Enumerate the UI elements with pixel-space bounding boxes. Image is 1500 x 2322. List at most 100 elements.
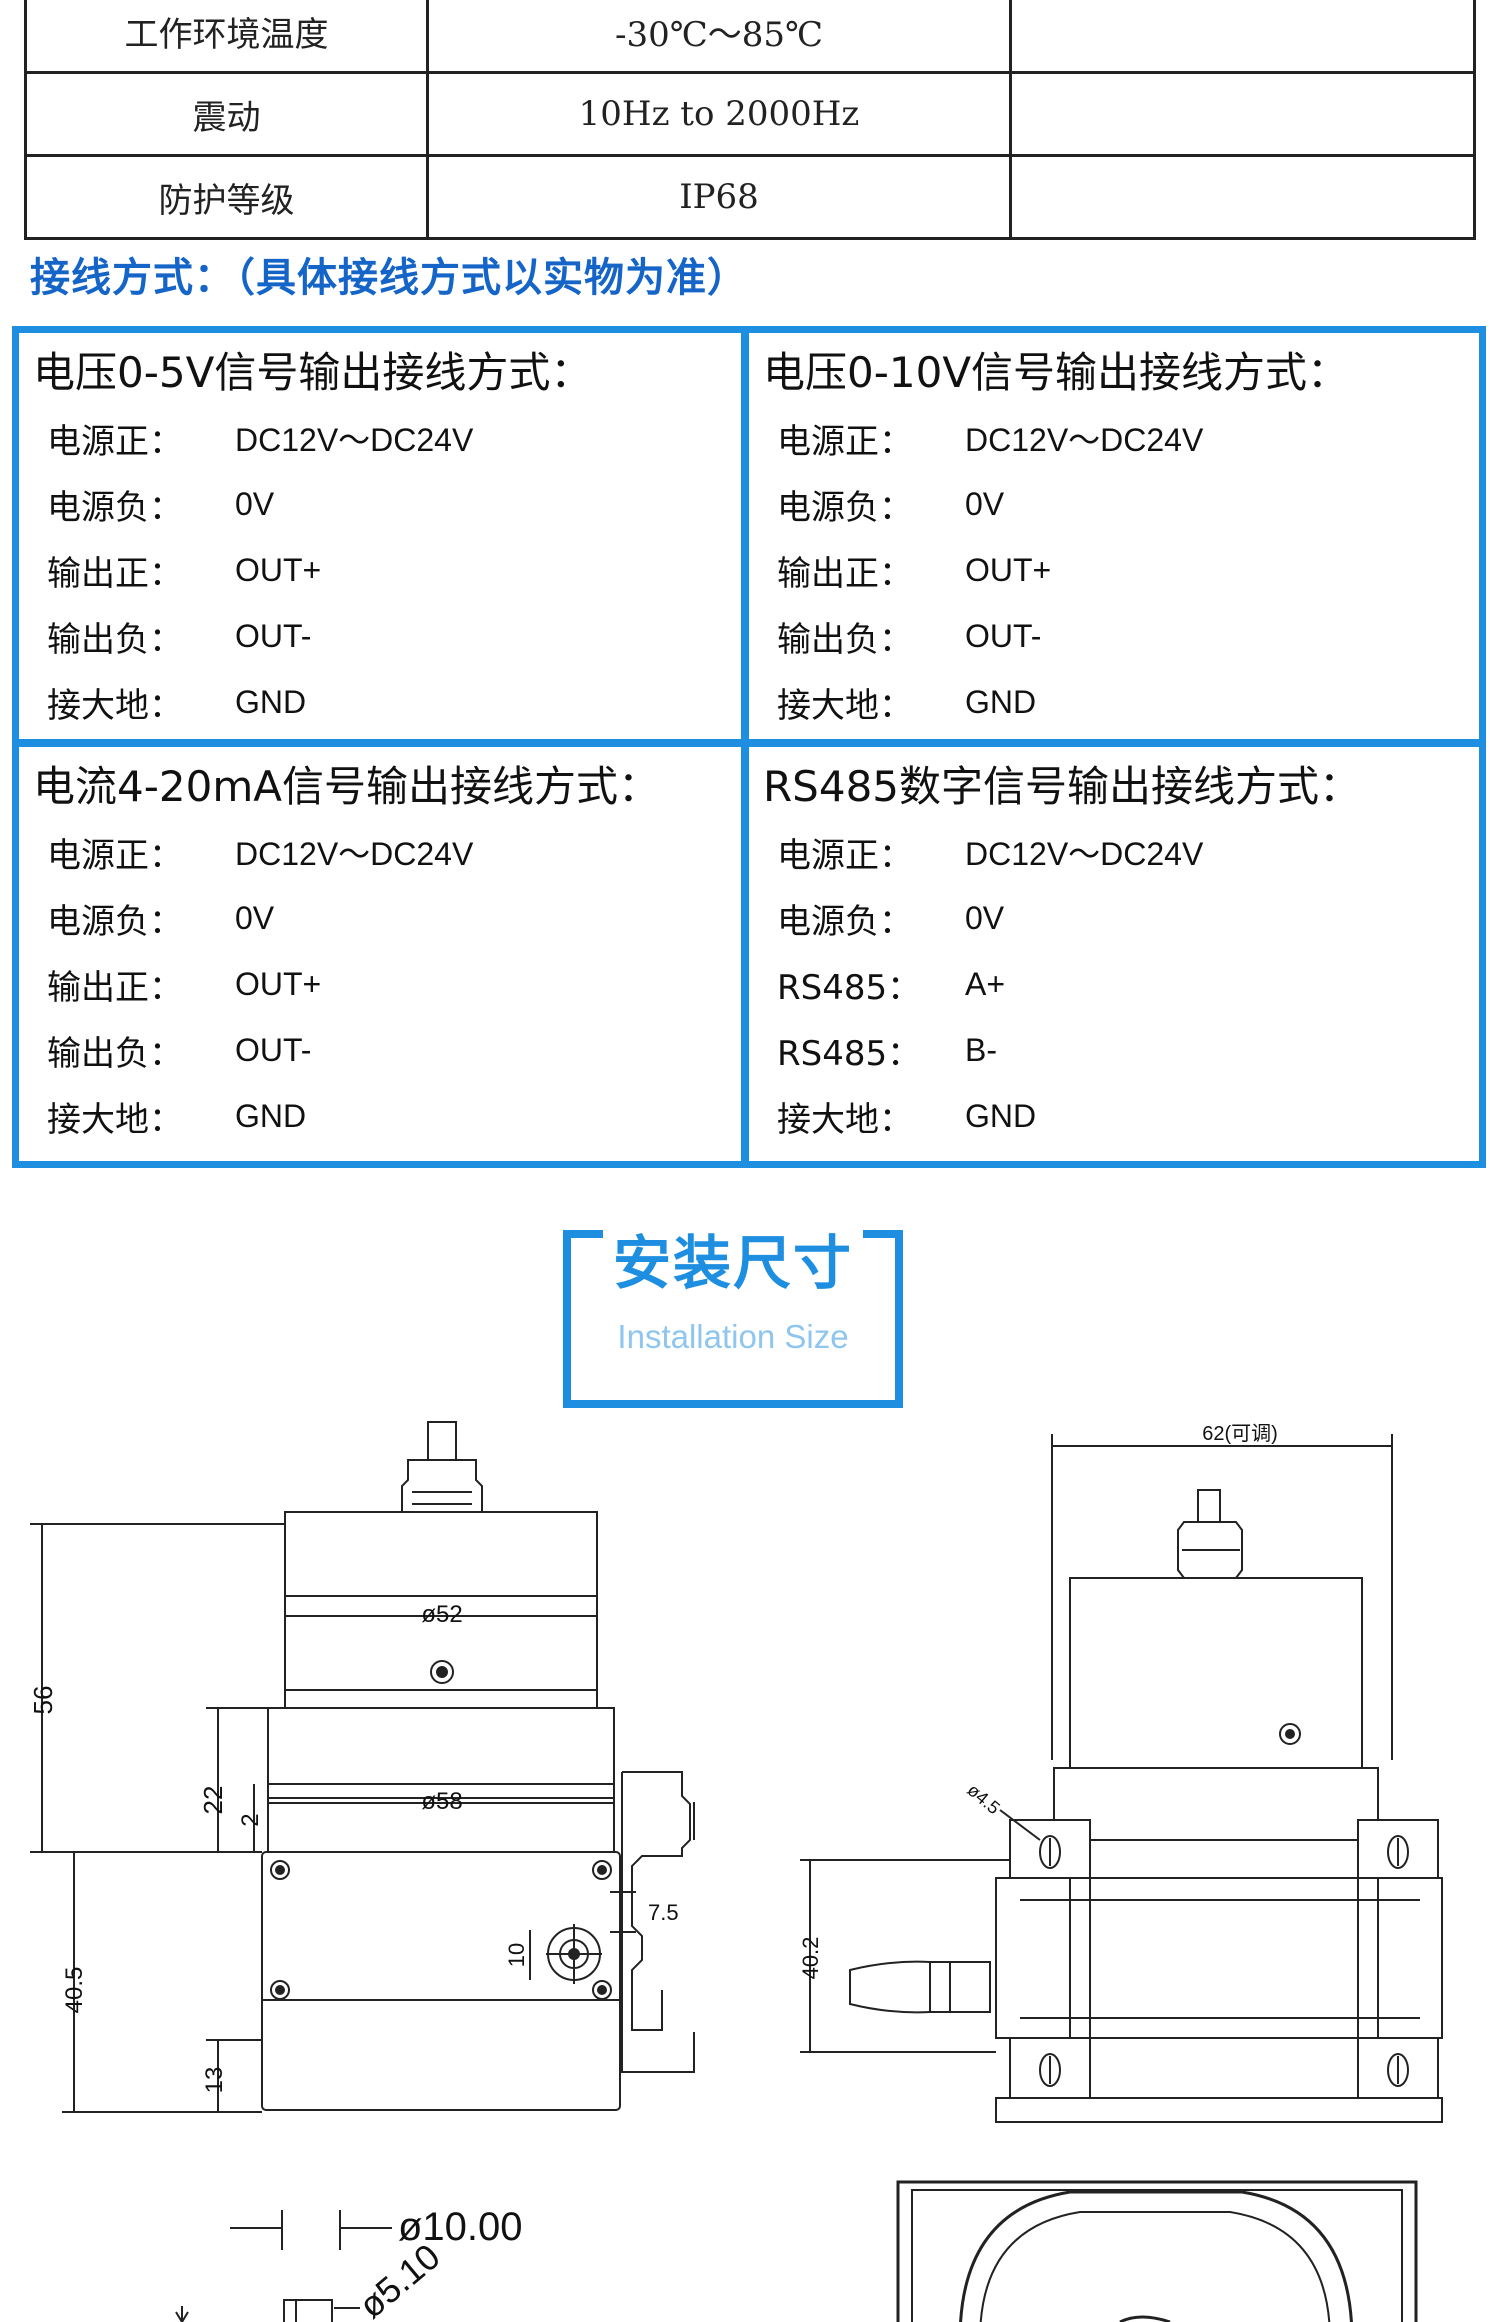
wire-label: 接大地： — [47, 1099, 183, 1140]
wire-row: 输出负： OUT- — [33, 603, 741, 669]
wire-row: RS485： B- — [763, 1017, 1479, 1083]
spec-value: 10Hz to 2000Hz — [426, 71, 1012, 157]
table-row: 震动 10Hz to 2000Hz — [24, 71, 1476, 157]
spec-name: 防护等级 — [24, 154, 429, 240]
wire-row: 电源负： 0V — [33, 471, 741, 537]
dim-h10: 10 — [504, 1943, 529, 1967]
wire-row: 输出负：OUT- — [763, 603, 1479, 669]
wire-value: DC12V～DC24V — [235, 422, 474, 458]
wire-value: A+ — [965, 965, 1006, 1002]
wire-row: 电源正： DC12V～DC24V — [763, 405, 1479, 471]
wire-row: 电源正： DC12V～DC24V — [33, 819, 741, 885]
front-view: ø52 ø58 56 22 2 40.5 13 10 7.5 — [28, 1421, 695, 2113]
dim-h2: 2 — [237, 1813, 264, 1826]
wire-row: 输出正：OUT+ — [763, 537, 1479, 603]
panel-title: 电压0-10V信号输出接线方式： — [763, 348, 1350, 397]
wire-row: 电源正： DC12V～DC24V — [33, 405, 741, 471]
wire-label: 输出正： — [47, 553, 183, 594]
dim-h40-5: 40.5 — [61, 1967, 88, 2014]
spec-note — [1009, 71, 1476, 157]
wire-value: GND — [965, 683, 1037, 720]
connector-detail: ø10.00 ø5.10 — [175, 2205, 523, 2322]
wire-label: 电源正： — [47, 835, 183, 876]
frame-line — [563, 1230, 571, 1408]
wire-value: OUT- — [235, 1031, 312, 1068]
wire-value: DC12V～DC24V — [235, 836, 474, 872]
spec-name: 震动 — [24, 71, 429, 157]
wire-value: B- — [965, 1031, 997, 1068]
panel-title: 电流4-20mA信号输出接线方式： — [33, 762, 660, 811]
wire-label: 输出正： — [47, 967, 183, 1008]
wire-row: 电源正： DC12V～DC24V — [763, 819, 1479, 885]
wire-label: RS485： — [777, 967, 922, 1008]
wiring-section-title: 接线方式：（具体接线方式以实物为准） — [30, 255, 748, 301]
dim-d10: ø10.00 — [398, 2205, 523, 2249]
dim-d52: ø52 — [421, 1601, 462, 1628]
dim-h13: 13 — [201, 2067, 228, 2094]
wire-label: 接大地： — [777, 685, 913, 726]
table-row: 防护等级 IP68 — [24, 154, 1476, 240]
wire-label: 电源负： — [47, 487, 183, 528]
installation-heading: 安装尺寸 Installation Size — [563, 1229, 903, 1408]
wire-label: 输出负： — [47, 619, 183, 660]
wire-value: DC12V～DC24V — [965, 422, 1204, 458]
wire-label: RS485： — [777, 1033, 922, 1074]
spec-table: 工作环境温度 -30℃～85℃ 震动 10Hz to 2000Hz 防护等级 I… — [24, 0, 1476, 240]
frame-line — [895, 1230, 903, 1408]
installation-title: 安装尺寸 — [612, 1229, 853, 1297]
dimension-drawing: ø52 ø58 56 22 2 40.5 13 10 7.5 62(可调) — [28, 1421, 1443, 2322]
dim-h40-2: 40.2 — [798, 1937, 823, 1980]
wire-value: 0V — [965, 485, 1005, 522]
wire-value: GND — [235, 683, 307, 720]
wire-row: 输出正： OUT+ — [33, 951, 741, 1017]
wire-row: 输出负： OUT- — [33, 1017, 741, 1083]
wiring-panel-rs485: RS485数字信号输出接线方式： 电源正：DC12V～DC24V 电源负：0V … — [749, 747, 1479, 1161]
dim-h56: 56 — [28, 1686, 58, 1715]
spec-note — [1009, 154, 1476, 240]
side-view: 62(可调) 40.2 ø4.5 — [798, 1422, 1443, 2123]
wire-row: 电源负：0V — [33, 885, 741, 951]
wiring-panel-current-4-20ma: 电流4-20mA信号输出接线方式： 电源正： DC12V～DC24V 电源负：0V… — [19, 747, 749, 1161]
spec-name: 工作环境温度 — [24, 0, 429, 74]
wire-value: GND — [965, 1097, 1037, 1134]
wire-row: 接大地：GND — [763, 1083, 1479, 1149]
panel-title: 电压0-5V信号输出接线方式： — [33, 348, 593, 397]
installation-subtitle: Installation Size — [617, 1318, 849, 1355]
top-view — [896, 2180, 1418, 2322]
dim-d4-5: ø4.5 — [963, 1780, 1003, 1818]
wire-value: GND — [235, 1097, 307, 1134]
wire-row: 接大地： GND — [33, 1083, 741, 1149]
wire-label: 电源正： — [777, 835, 913, 876]
wire-row: 输出正： OUT+ — [33, 537, 741, 603]
wire-row: RS485： A+ — [763, 951, 1479, 1017]
wiring-panel-voltage-10v: 电压0-10V信号输出接线方式： 电源正：DC12V～DC24V 电源负：0V … — [749, 333, 1479, 747]
wiring-grid: 电压0-5V信号输出接线方式： 电源正： DC12V～DC24V 电源负： 0V 输… — [12, 326, 1486, 1168]
frame-line — [863, 1230, 903, 1238]
wire-row: 电源负：0V — [763, 885, 1479, 951]
wire-label: 电源正： — [777, 421, 913, 462]
wire-value: OUT+ — [235, 965, 322, 1002]
wire-row: 电源负： 0V — [763, 471, 1479, 537]
frame-line — [563, 1230, 603, 1238]
wire-label: 输出负： — [47, 1033, 183, 1074]
wire-label: 接大地： — [47, 685, 183, 726]
wire-label: 电源正： — [47, 421, 183, 462]
spec-note — [1009, 0, 1476, 74]
spec-value: IP68 — [426, 154, 1012, 240]
wire-value: OUT+ — [235, 551, 322, 588]
dim-d58: ø58 — [421, 1788, 462, 1815]
dim-h22: 22 — [198, 1786, 228, 1815]
wire-value: OUT- — [235, 617, 312, 654]
wire-value: DC12V～DC24V — [965, 836, 1204, 872]
frame-line — [563, 1400, 903, 1408]
dim-w62: 62(可调) — [1202, 1422, 1278, 1445]
wire-value: 0V — [235, 899, 275, 936]
wiring-panel-voltage-5v: 电压0-5V信号输出接线方式： 电源正： DC12V～DC24V 电源负： 0V 输… — [19, 333, 749, 747]
panel-title: RS485数字信号输出接线方式： — [763, 762, 1362, 811]
wire-value: OUT+ — [965, 551, 1052, 588]
wire-value: 0V — [235, 485, 275, 522]
spec-value: -30℃～85℃ — [426, 0, 1012, 74]
wire-label: 输出负： — [777, 619, 913, 660]
wire-label: 电源负： — [777, 487, 913, 528]
wire-row: 接大地： GND — [763, 669, 1479, 735]
